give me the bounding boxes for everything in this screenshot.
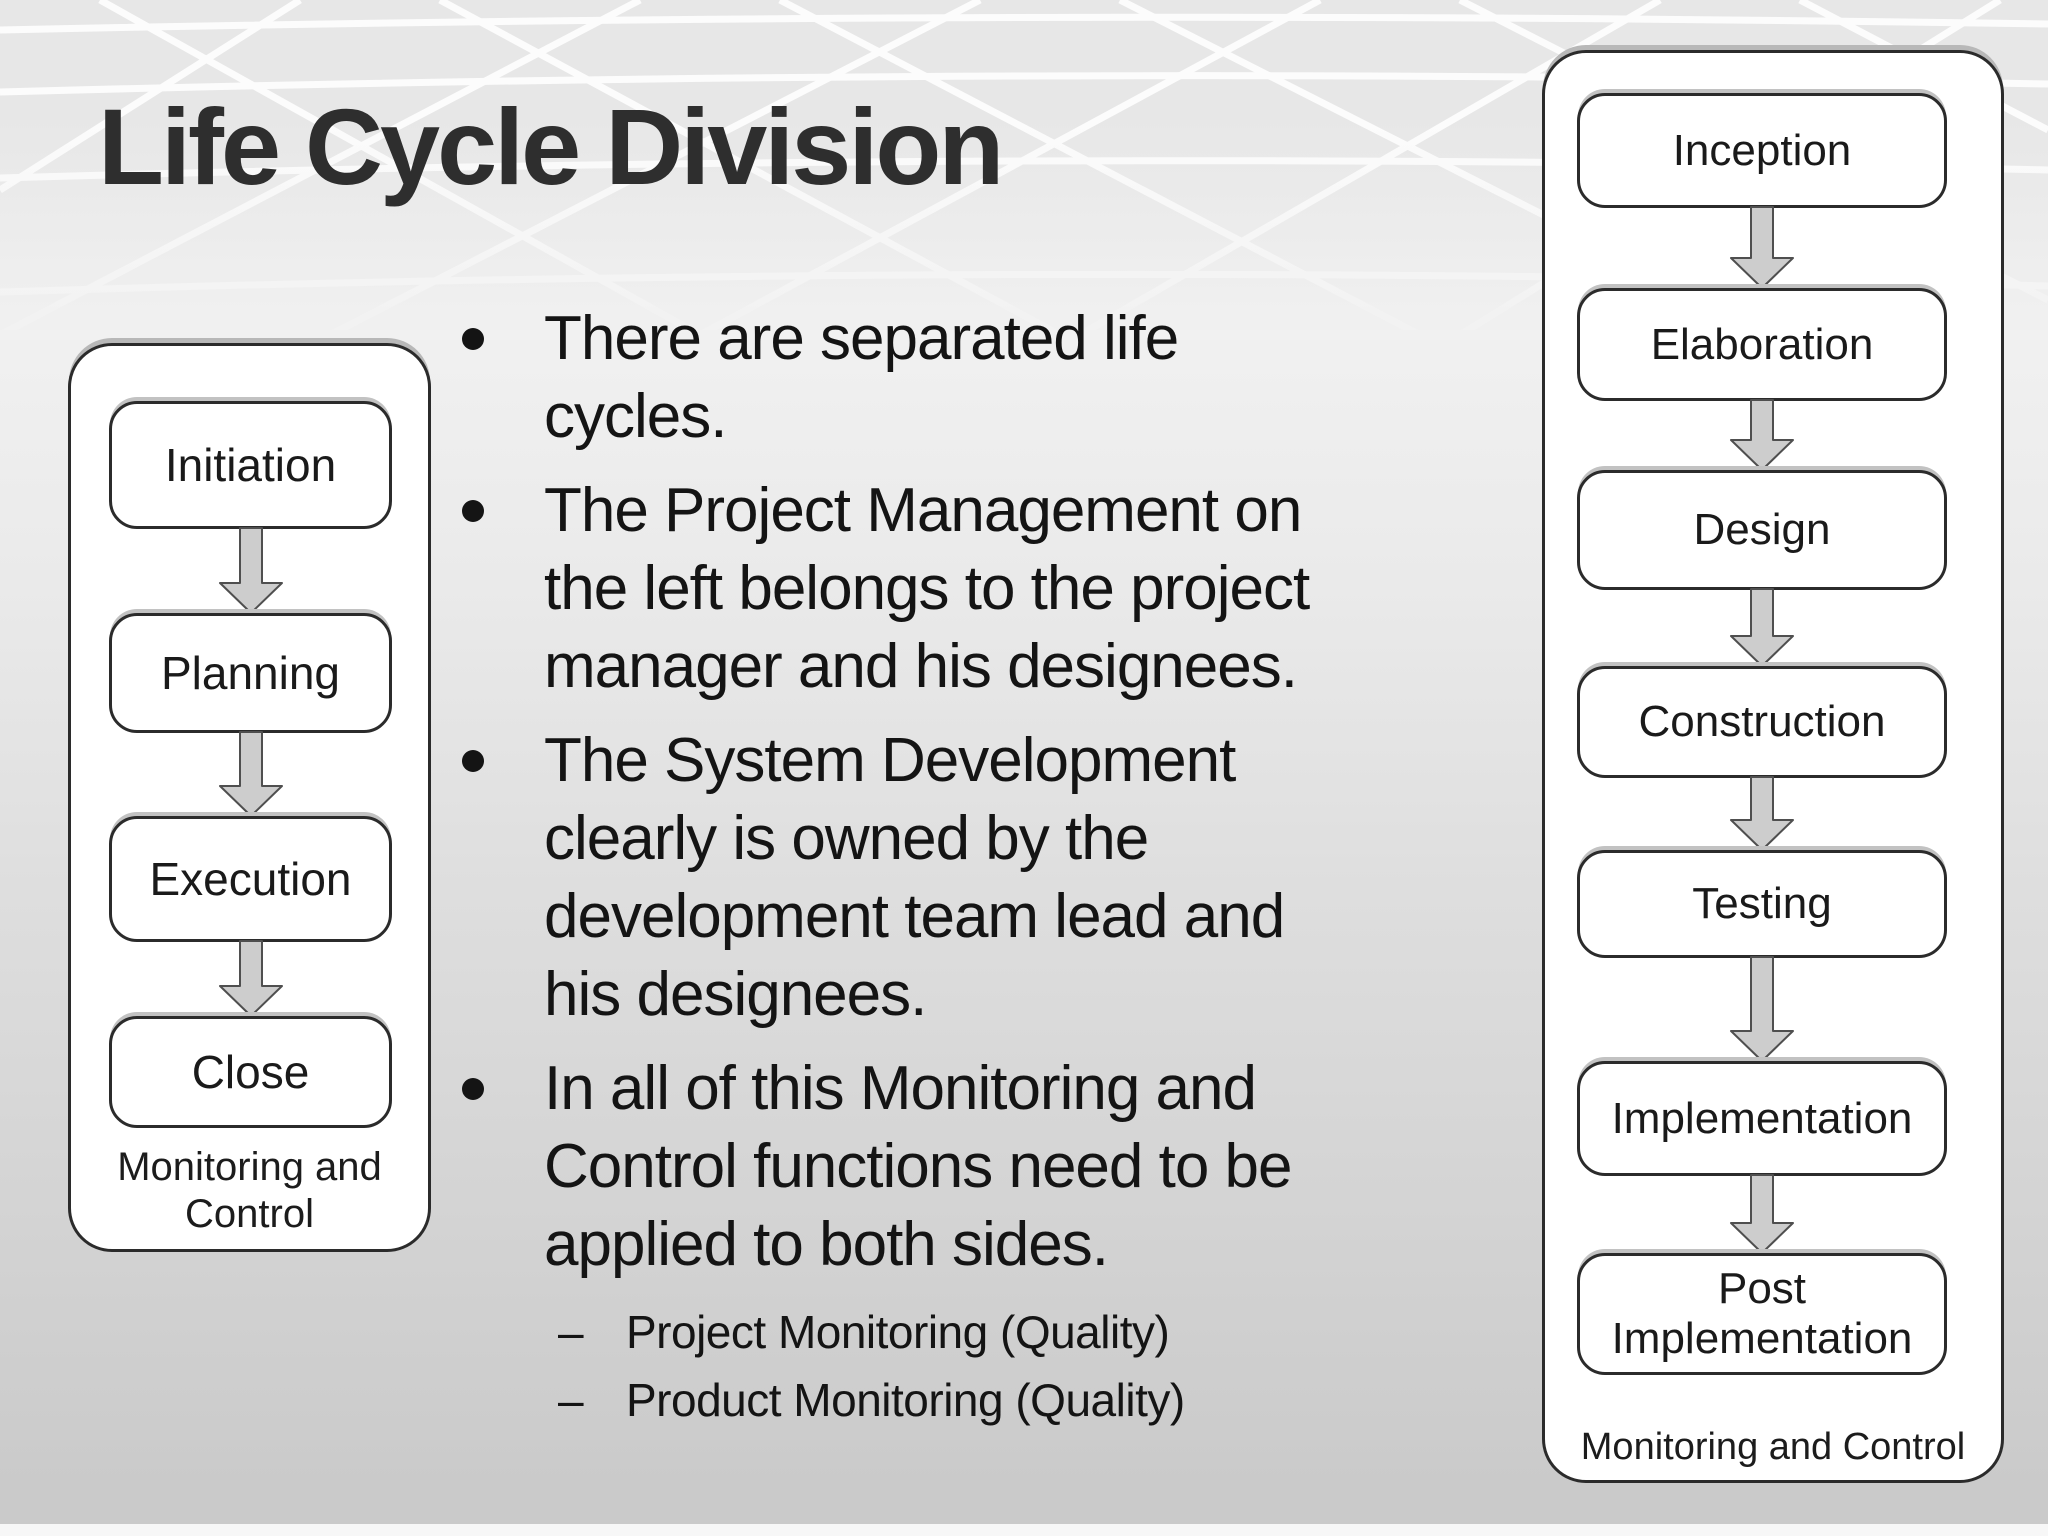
monitoring-and-control-caption-left: Monitoring and Control <box>71 1144 428 1238</box>
caption-line: Control <box>185 1192 314 1236</box>
down-arrow-icon <box>1730 776 1794 851</box>
bullet-item: There are separated life cycles. <box>460 300 1552 456</box>
down-arrow-icon <box>1730 399 1794 471</box>
bullet-list: There are separated life cycles. The Proje… <box>460 300 1552 1434</box>
bullet-line: The Project Management on <box>544 476 1302 545</box>
stage-box-inception: Inception <box>1577 93 1947 208</box>
down-arrow-icon <box>1730 588 1794 667</box>
stage-box-planning: Planning <box>109 613 392 733</box>
bullet-line: Control functions need to be <box>544 1132 1293 1201</box>
monitoring-and-control-caption-right: Monitoring and Control <box>1580 1426 1966 1468</box>
down-arrow-icon <box>1730 206 1794 289</box>
stage-box-implementation: Implementation <box>1577 1061 1947 1176</box>
stage-label: Post Implementation <box>1611 1264 1913 1363</box>
bullet-line: In all of this Monitoring and <box>544 1054 1257 1123</box>
stage-label: Implementation <box>1611 1093 1913 1143</box>
down-arrow-icon <box>218 940 283 1017</box>
sub-bullet-item: Project Monitoring (Quality) <box>460 1300 1552 1364</box>
down-arrow-icon <box>1730 956 1794 1062</box>
bullet-line: manager and his designees. <box>544 632 1298 701</box>
bullet-line: There are separated life <box>544 304 1179 373</box>
stage-box-construction: Construction <box>1577 666 1947 778</box>
stage-label: Initiation <box>164 439 337 491</box>
bullet-line: applied to both sides. <box>544 1210 1109 1279</box>
stage-box-design: Design <box>1577 470 1947 590</box>
down-arrow-icon <box>218 731 283 817</box>
stage-box-initiation: Initiation <box>109 401 392 529</box>
caption-line: Monitoring and <box>117 1145 382 1189</box>
stage-box-testing: Testing <box>1577 850 1947 958</box>
stage-label: Testing <box>1692 879 1832 928</box>
stage-label: Design <box>1693 505 1831 554</box>
stage-label: Close <box>191 1046 310 1098</box>
stage-label: Execution <box>149 853 352 905</box>
down-arrow-icon <box>218 527 283 614</box>
bullet-line: development team lead and <box>544 882 1285 951</box>
bullet-item: The System Development clearly is owned b… <box>460 722 1552 1034</box>
page-title: Life Cycle Division <box>98 86 1004 207</box>
sub-bullet-item: Product Monitoring (Quality) <box>460 1368 1552 1432</box>
bullet-item: The Project Management on the left belong… <box>460 472 1552 706</box>
bullet-line: cycles. <box>544 382 727 451</box>
stage-label: Construction <box>1638 697 1886 746</box>
bullet-line: clearly is owned by the <box>544 804 1149 873</box>
stage-box-elaboration: Elaboration <box>1577 288 1947 401</box>
stage-box-post-implementation: Post Implementation <box>1577 1253 1947 1375</box>
stage-label: Elaboration <box>1650 319 1874 369</box>
stage-box-close: Close <box>109 1016 392 1128</box>
stage-label: Inception <box>1672 125 1852 175</box>
stage-label: Planning <box>160 647 341 699</box>
bullet-line: his designees. <box>544 960 927 1029</box>
down-arrow-icon <box>1730 1174 1794 1254</box>
stage-box-execution: Execution <box>109 816 392 942</box>
bullet-line: the left belongs to the project <box>544 554 1310 623</box>
bullet-line: The System Development <box>544 726 1236 795</box>
